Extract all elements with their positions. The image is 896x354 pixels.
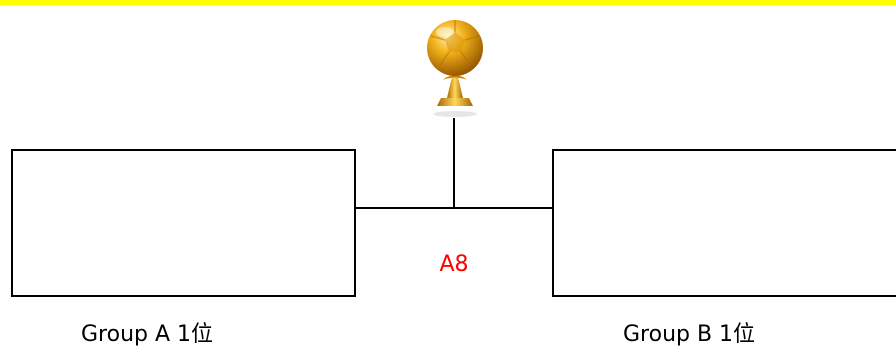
group-b-winner-label: Group B ​1位 [623, 322, 756, 347]
group-a-winner-label: Group A ​1位 [81, 322, 214, 347]
match-code: A8 [439, 252, 469, 277]
final-connector-line [356, 207, 552, 209]
top-accent-bar [0, 0, 896, 5]
trophy-icon [410, 8, 500, 118]
group-a-winner-slot [11, 149, 356, 297]
trophy-connector-line [453, 118, 455, 208]
group-b-winner-slot [552, 149, 896, 297]
